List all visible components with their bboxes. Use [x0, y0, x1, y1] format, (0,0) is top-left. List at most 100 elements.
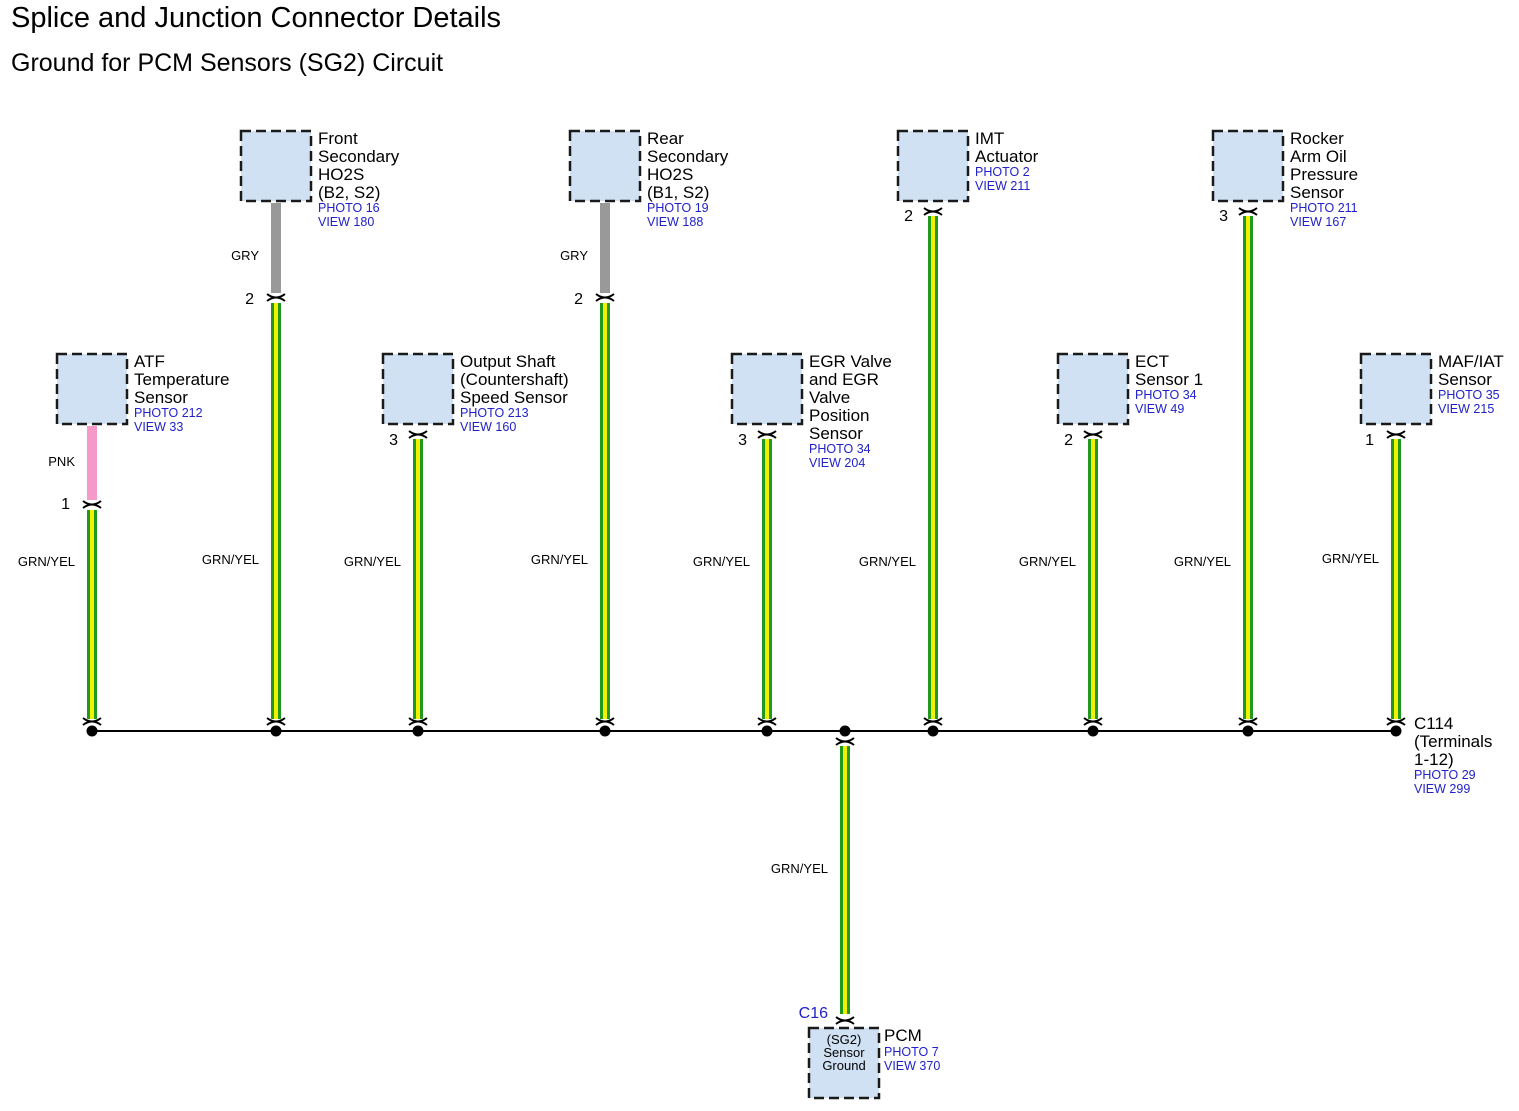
bus-terminal-imt-bottom — [923, 720, 943, 726]
wire-color-label-front-ho2s: GRN/YEL — [202, 552, 259, 567]
component-name-ect-line-0: ECT — [1135, 352, 1169, 371]
component-name-rocker-line-1: Arm Oil — [1290, 147, 1347, 166]
pcm-connector-id: C16 — [799, 1005, 828, 1022]
component-name-egr-line-0: EGR Valve — [809, 352, 892, 371]
wire-color-label-rocker: GRN/YEL — [1174, 554, 1231, 569]
component-name-output-shaft-line-0: Output Shaft — [460, 352, 556, 371]
component-name-rocker-line-2: Pressure — [1290, 165, 1358, 184]
connector-box-imt — [896, 129, 970, 203]
bus-terminal-egr-bottom — [757, 720, 777, 726]
photo-ref-ect: PHOTO 34 — [1135, 388, 1197, 402]
connector-box-ect — [1056, 352, 1130, 426]
wire-color-label-egr: GRN/YEL — [693, 554, 750, 569]
view-ref-front-ho2s: VIEW 180 — [318, 215, 374, 229]
view-ref-imt: VIEW 211 — [975, 179, 1030, 193]
bus-terminal-atf-bottom — [82, 720, 102, 726]
component-name-maf-line-0: MAF/IAT — [1438, 352, 1504, 371]
bus-terminal-front-ho2s-bottom — [266, 720, 286, 726]
pin-number-atf: 1 — [61, 496, 70, 513]
view-ref-rocker: VIEW 167 — [1290, 215, 1346, 229]
photo-ref-rocker: PHOTO 211 — [1290, 201, 1358, 215]
component-name-atf-line-1: Temperature — [134, 370, 229, 389]
connector-box-output-shaft — [381, 352, 455, 426]
splice-dot-rear-ho2s — [599, 725, 611, 737]
pcm-view-ref: VIEW 370 — [884, 1059, 940, 1073]
component-name-front-ho2s-line-1: Secondary — [318, 147, 400, 166]
pin-number-imt: 2 — [904, 208, 913, 225]
lead-color-label-rear-ho2s: GRY — [560, 248, 588, 263]
component-name-atf-line-0: ATF — [134, 352, 165, 371]
photo-ref-egr: PHOTO 34 — [809, 442, 871, 456]
splice-dot-maf — [1390, 725, 1402, 737]
wire-color-label-maf: GRN/YEL — [1322, 551, 1379, 566]
terminal-pcm-bottom — [835, 1019, 855, 1025]
terminal-rocker-bottom — [1238, 210, 1258, 216]
lead-color-label-atf: PNK — [48, 454, 75, 469]
component-name-rear-ho2s-line-3: (B1, S2) — [647, 183, 709, 202]
splice-dot-output-shaft — [412, 725, 424, 737]
component-name-imt-line-1: Actuator — [975, 147, 1039, 166]
component-name-rocker-line-3: Sensor — [1290, 183, 1344, 202]
component-name-egr-line-3: Position — [809, 406, 869, 425]
wire-color-label-atf: GRN/YEL — [18, 554, 75, 569]
connector-box-rear-ho2s — [568, 129, 642, 203]
component-name-rocker-line-0: Rocker — [1290, 129, 1344, 148]
lead-terminal-rear-ho2s-bottom — [595, 296, 615, 302]
splice-dot-egr — [761, 725, 773, 737]
component-name-atf-line-2: Sensor — [134, 388, 188, 407]
pcm-box-text-line-2: Ground — [822, 1058, 865, 1073]
component-name-imt-line-0: IMT — [975, 129, 1004, 148]
component-name-rear-ho2s-line-0: Rear — [647, 129, 684, 148]
bus-terminal-rear-ho2s-bottom — [595, 720, 615, 726]
pin-number-egr: 3 — [738, 432, 747, 449]
component-name-egr-line-1: and EGR — [809, 370, 879, 389]
bus-terminal-rocker-bottom — [1238, 720, 1258, 726]
connector-box-maf — [1359, 352, 1433, 426]
view-ref-maf: VIEW 215 — [1438, 402, 1494, 416]
pcm-box-text-line-0: (SG2) — [827, 1032, 862, 1047]
pin-number-maf: 1 — [1365, 432, 1374, 449]
lead-terminal-atf-bottom — [82, 503, 102, 509]
bus-terminal-output-shaft-bottom — [408, 720, 428, 726]
pcm-box-text-line-1: Sensor — [823, 1045, 865, 1060]
pin-number-rocker: 3 — [1219, 208, 1228, 225]
connector-box-egr — [730, 352, 804, 426]
wire-color-label-output-shaft: GRN/YEL — [344, 554, 401, 569]
splice-dot-imt — [927, 725, 939, 737]
pcm-name: PCM — [884, 1026, 922, 1045]
wire-color-label-imt: GRN/YEL — [859, 554, 916, 569]
component-name-front-ho2s-line-3: (B2, S2) — [318, 183, 380, 202]
component-name-front-ho2s-line-2: HO2S — [318, 165, 364, 184]
component-name-egr-line-2: Valve — [809, 388, 850, 407]
component-name-ect-line-1: Sensor 1 — [1135, 370, 1203, 389]
splice-dot-ect — [1087, 725, 1099, 737]
lead-color-label-front-ho2s: GRY — [231, 248, 259, 263]
junction-name-line-2: 1-12) — [1414, 750, 1454, 769]
splice-dot-pcm — [839, 725, 851, 737]
pcm-photo-ref: PHOTO 7 — [884, 1045, 939, 1059]
view-ref-atf: VIEW 33 — [134, 420, 183, 434]
component-name-front-ho2s-line-0: Front — [318, 129, 358, 148]
pcm-connector-box — [807, 1026, 881, 1100]
connector-box-rocker — [1211, 129, 1285, 203]
terminal-egr-bottom — [757, 433, 777, 439]
view-ref-output-shaft: VIEW 160 — [460, 420, 516, 434]
junction-name-line-1: (Terminals — [1414, 732, 1492, 751]
pin-number-front-ho2s: 2 — [245, 291, 254, 308]
pin-number-rear-ho2s: 2 — [574, 291, 583, 308]
lead-terminal-front-ho2s-bottom — [266, 296, 286, 302]
bus-terminal-pcm-bottom — [835, 740, 855, 746]
component-name-output-shaft-line-1: (Countershaft) — [460, 370, 569, 389]
photo-ref-atf: PHOTO 212 — [134, 406, 203, 420]
photo-ref-imt: PHOTO 2 — [975, 165, 1030, 179]
view-ref-rear-ho2s: VIEW 188 — [647, 215, 703, 229]
bus-terminal-ect-bottom — [1083, 720, 1103, 726]
terminal-imt-bottom — [923, 210, 943, 216]
terminal-maf-bottom — [1386, 433, 1406, 439]
bus-terminal-maf-bottom — [1386, 720, 1406, 726]
photo-ref-maf: PHOTO 35 — [1438, 388, 1500, 402]
page-subtitle: Ground for PCM Sensors (SG2) Circuit — [11, 49, 444, 77]
page-title: Splice and Junction Connector Details — [11, 2, 502, 34]
wire-color-label-rear-ho2s: GRN/YEL — [531, 552, 588, 567]
